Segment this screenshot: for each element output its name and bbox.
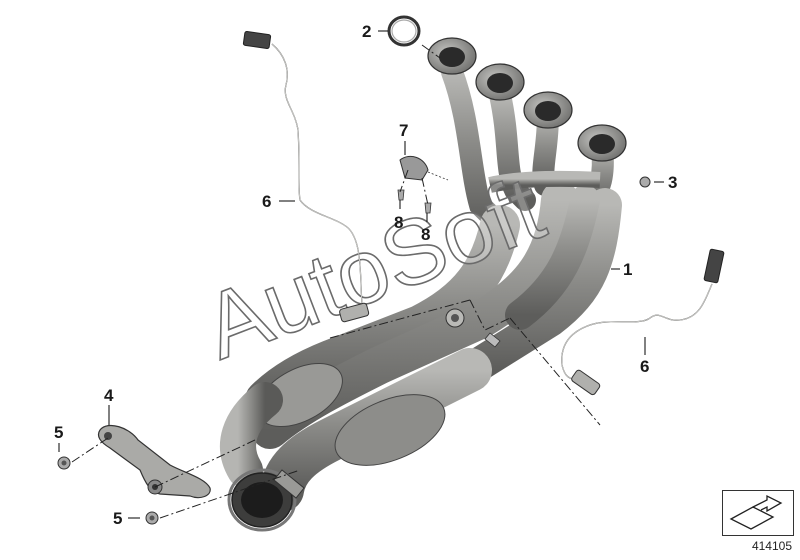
flange-group [427,37,627,162]
bracket-icon [97,425,211,499]
gasket-ring-icon [387,15,421,47]
screw-icon [397,189,432,214]
callout-3: 3 [668,173,677,192]
nut-icon [145,511,159,525]
callout-7: 7 [399,121,408,140]
callout-6-left: 6 [262,192,271,211]
callout-1: 1 [623,260,632,279]
assembly-lines [71,44,601,519]
callout-8-left: 8 [394,213,403,232]
diagram-number: 414105 [751,539,792,553]
nut-icon [57,456,71,470]
corner-arrow-icon [729,494,783,530]
nut-icon [639,176,651,188]
lambda-sensor-icon [561,248,725,396]
callout-5-lower: 5 [113,509,122,528]
callout-leaders [58,30,664,519]
heat-shield-icon [399,155,449,181]
callout-6-right: 6 [640,357,649,376]
lambda-sensor-icon [242,31,370,323]
callout-5-upper: 5 [54,423,63,442]
callout-2: 2 [362,22,371,41]
orientation-box [722,490,794,536]
callout-4: 4 [104,386,114,405]
callout-8-right: 8 [421,225,430,244]
